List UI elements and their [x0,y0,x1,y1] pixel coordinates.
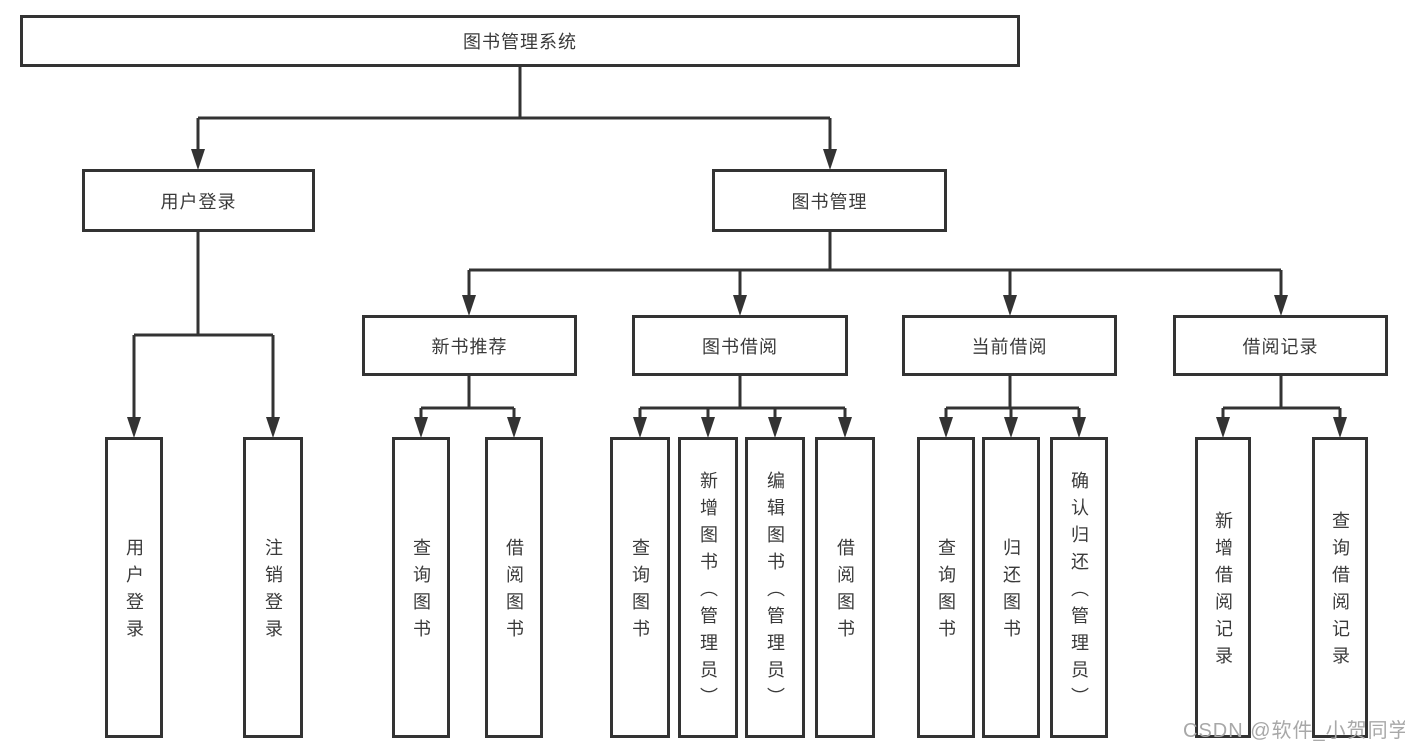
node-label: 注销登录 [263,538,283,646]
node-label: 用户登录 [160,191,237,212]
node-label: 查询图书 [411,538,431,646]
node-label: 图书管理系统 [463,32,577,52]
node-label: 借阅记录 [1242,336,1319,357]
node-book-borrowing: 图书借阅 [632,315,848,376]
leaf-add-books-admin: 新增图书（管理员） [678,437,738,738]
node-label: 新增图书（管理员） [698,470,718,714]
node-book-management: 图书管理 [712,169,947,232]
node-label: 归还图书 [1001,538,1021,646]
leaf-edit-books-admin: 编辑图书（管理员） [745,437,805,738]
node-label: 新增借阅记录 [1213,511,1233,673]
watermark: CSDN @软件_小贺同学 [1183,720,1405,742]
leaf-user-login: 用户登录 [105,437,163,738]
node-label: 查询借阅记录 [1330,511,1350,673]
node-label: 确认归还（管理员） [1069,470,1089,714]
node-new-book-recommend: 新书推荐 [362,315,577,376]
leaf-add-borrow-record: 新增借阅记录 [1195,437,1251,738]
node-library-management-system: 图书管理系统 [20,15,1020,67]
leaf-confirm-return-admin: 确认归还（管理员） [1050,437,1108,738]
leaf-borrow-books-recommend: 借阅图书 [485,437,543,738]
node-label: 当前借阅 [971,336,1048,357]
leaf-logout: 注销登录 [243,437,303,738]
node-label: 新书推荐 [431,336,508,357]
leaf-query-borrow-record: 查询借阅记录 [1312,437,1368,738]
node-current-borrowing: 当前借阅 [902,315,1117,376]
leaf-borrow-books-borrowing: 借阅图书 [815,437,875,738]
node-label: 用户登录 [124,538,144,646]
node-label: 借阅图书 [835,538,855,646]
leaf-query-books-recommend: 查询图书 [392,437,450,738]
leaf-query-books-borrowing: 查询图书 [610,437,670,738]
node-label: 图书借阅 [702,336,778,357]
node-user-login-branch: 用户登录 [82,169,315,232]
leaf-query-books-current: 查询图书 [917,437,975,738]
node-label: 借阅图书 [504,538,524,646]
node-label: 编辑图书（管理员） [765,470,785,714]
leaf-return-books: 归还图书 [982,437,1040,738]
node-label: 查询图书 [630,538,650,646]
node-label: 图书管理 [791,191,868,212]
node-borrowing-records: 借阅记录 [1173,315,1388,376]
node-label: 查询图书 [936,538,956,646]
